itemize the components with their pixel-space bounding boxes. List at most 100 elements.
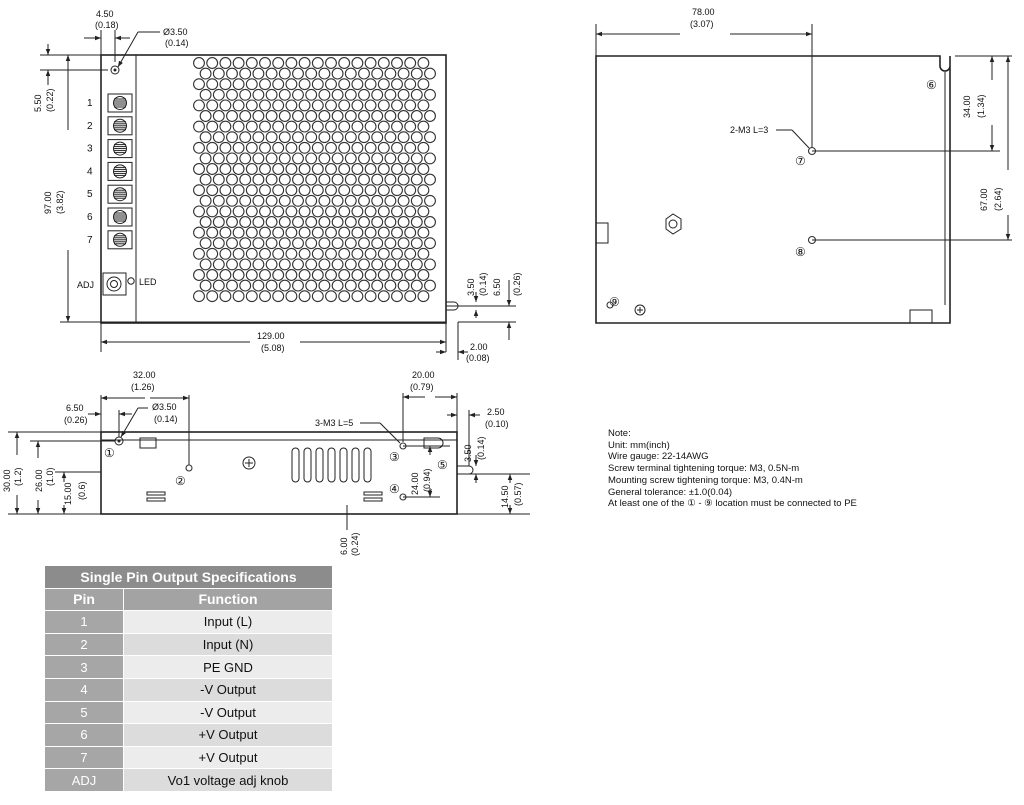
vent-hole	[410, 67, 423, 80]
dim-text: 6.50	[66, 403, 84, 413]
table-row: 2 Input (N)	[44, 632, 333, 657]
vent-slot	[315, 447, 324, 483]
pin-spec-table: Single Pin Output Specifications Pin Fun…	[44, 565, 333, 792]
vent-hole	[298, 205, 311, 218]
vent-hole	[404, 57, 417, 69]
dim-text: 129.00	[257, 331, 285, 341]
dim-text: 14.50	[500, 485, 510, 508]
vent-hole	[206, 269, 219, 281]
vent-hole	[424, 67, 436, 80]
vent-hole	[226, 110, 238, 122]
vent-hole	[424, 216, 436, 228]
marker-1: ①	[104, 446, 115, 460]
table-row: 7 +V Output	[44, 745, 333, 770]
vent-hole	[338, 247, 351, 260]
marker-2: ②	[175, 474, 186, 488]
dim-text: (1.26)	[131, 382, 155, 392]
vent-hole	[292, 237, 304, 250]
vent-hole	[410, 131, 423, 144]
terminal-number: 1	[87, 98, 93, 109]
terminal-number: 7	[87, 235, 93, 246]
vent-hole	[311, 290, 324, 303]
vent-hole	[212, 194, 225, 207]
vent-hole	[344, 258, 357, 271]
vent-hole	[391, 290, 403, 303]
screw-icon	[634, 304, 646, 316]
vent-hole	[259, 247, 271, 260]
vent-hole	[226, 258, 238, 271]
vent-hole	[193, 141, 205, 154]
dim-text: 30.00	[2, 469, 12, 492]
vent-hole	[397, 216, 410, 228]
back-view: ⑥ ⑦ ⑧ ⑨ 2-M3 L=3 78.00 (3.07) 34.00 (1.3…	[595, 7, 1012, 324]
vent-hole	[338, 141, 351, 154]
vent-hole	[292, 110, 304, 122]
vent-hole	[344, 173, 357, 186]
vent-hole	[278, 152, 291, 165]
vent-hole	[272, 120, 285, 133]
vent-hole	[259, 269, 271, 281]
vent-hole	[417, 247, 430, 260]
dim-text: (3.82)	[55, 190, 65, 214]
dim-text: 24.00	[410, 472, 420, 495]
vent-hole	[417, 226, 430, 239]
vent-hole	[397, 279, 410, 292]
vent-hole	[371, 110, 384, 122]
terminal-block	[107, 93, 133, 250]
vent-hole	[351, 141, 364, 154]
column-header-function: Function	[123, 587, 333, 612]
dim-text: 2.50	[487, 407, 505, 417]
vent-hole	[232, 226, 245, 239]
vent-hole	[397, 88, 410, 101]
vent-slot	[327, 447, 336, 483]
table-row: 4 -V Output	[44, 677, 333, 702]
vent-hole	[206, 184, 219, 197]
vent-hole	[344, 279, 357, 292]
vent-hole	[292, 152, 304, 165]
vent-hole	[212, 131, 225, 144]
vent-hole	[377, 184, 390, 197]
vent-hole	[252, 194, 265, 207]
terminal-screw-icon	[107, 184, 133, 204]
dim-text: (0.10)	[485, 419, 509, 429]
vent-hole	[331, 216, 344, 228]
vent-hole	[391, 141, 403, 154]
vent-hole	[272, 163, 285, 175]
vent-hole	[318, 110, 331, 122]
vent-hole	[331, 110, 344, 122]
vent-hole	[239, 216, 252, 228]
vent-hole	[199, 194, 212, 207]
vent-hole	[305, 216, 318, 228]
terminal-number: 3	[87, 144, 93, 155]
vent-hole	[410, 279, 423, 292]
vent-hole	[338, 269, 351, 281]
note-line: General tolerance: ±1.0(0.04)	[608, 486, 733, 498]
vent-hole	[311, 120, 324, 133]
note-line: Mounting screw tightening torque: M3, 0.…	[608, 474, 803, 486]
vent-hole	[424, 258, 436, 271]
function-cell: PE GND	[123, 655, 333, 679]
terminal-screw-icon	[107, 230, 133, 250]
vent-slot	[339, 447, 348, 483]
vent-hole	[219, 205, 232, 218]
dim-text: (0.24)	[350, 532, 360, 556]
vent-hole	[371, 67, 384, 80]
vent-hole	[384, 110, 397, 122]
dim-text: 6.00	[339, 537, 349, 555]
vent-hole	[404, 163, 417, 175]
dim-text: 32.00	[133, 370, 156, 380]
vent-hole	[344, 237, 357, 250]
vent-hole	[285, 120, 298, 133]
pin-cell: 3	[44, 655, 124, 679]
vent-hole	[292, 173, 304, 186]
vent-hole	[344, 194, 357, 207]
vent-hole	[298, 290, 311, 303]
vent-hole	[219, 184, 232, 197]
vent-hole	[252, 216, 265, 228]
vent-hole	[219, 120, 232, 133]
vent-hole	[318, 194, 331, 207]
vent-hole	[424, 237, 436, 250]
vent-hole	[338, 78, 351, 91]
vent-hole	[265, 110, 278, 122]
vent-hole	[193, 184, 205, 197]
